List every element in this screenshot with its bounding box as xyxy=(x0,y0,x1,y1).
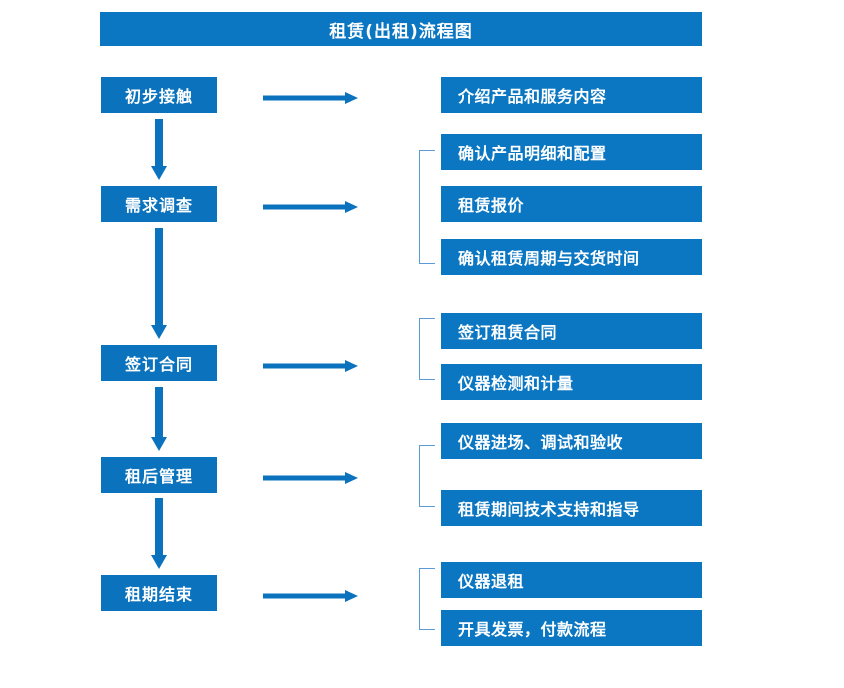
group-bracket-5 xyxy=(419,568,435,630)
detail-box-2-1[interactable]: 确认产品明细和配置 xyxy=(441,134,702,170)
detail-box-5-2[interactable]: 开具发票，付款流程 xyxy=(441,610,702,646)
stage-box-5[interactable]: 租期结束 xyxy=(101,575,217,611)
detail-box-3-1[interactable]: 签订租赁合同 xyxy=(441,313,702,349)
horizontal-arrow-4 xyxy=(263,469,359,484)
detail-box-2-2[interactable]: 租赁报价 xyxy=(441,186,702,222)
group-bracket-4 xyxy=(419,445,435,507)
flowchart-title: 租赁(出租)流程图 xyxy=(100,12,702,46)
detail-box-3-2[interactable]: 仪器检测和计量 xyxy=(441,364,702,400)
vertical-arrow-1 xyxy=(148,119,170,181)
stage-box-4[interactable]: 租后管理 xyxy=(101,457,217,493)
horizontal-arrow-5 xyxy=(263,587,359,602)
detail-box-2-3[interactable]: 确认租赁周期与交货时间 xyxy=(441,239,702,275)
group-bracket-2 xyxy=(419,150,435,264)
vertical-arrow-2 xyxy=(148,228,170,340)
horizontal-arrow-1 xyxy=(263,89,359,104)
detail-box-4-2[interactable]: 租赁期间技术支持和指导 xyxy=(441,490,702,526)
group-bracket-3 xyxy=(419,318,435,380)
vertical-arrow-3 xyxy=(148,387,170,452)
detail-box-5-1[interactable]: 仪器退租 xyxy=(441,562,702,598)
horizontal-arrow-2 xyxy=(263,198,359,213)
horizontal-arrow-3 xyxy=(263,357,359,372)
stage-box-1[interactable]: 初步接触 xyxy=(101,77,217,113)
vertical-arrow-4 xyxy=(148,498,170,570)
stage-box-2[interactable]: 需求调查 xyxy=(101,186,217,222)
detail-box-1-1[interactable]: 介绍产品和服务内容 xyxy=(441,77,702,113)
stage-box-3[interactable]: 签订合同 xyxy=(101,345,217,381)
detail-box-4-1[interactable]: 仪器进场、调试和验收 xyxy=(441,423,702,459)
